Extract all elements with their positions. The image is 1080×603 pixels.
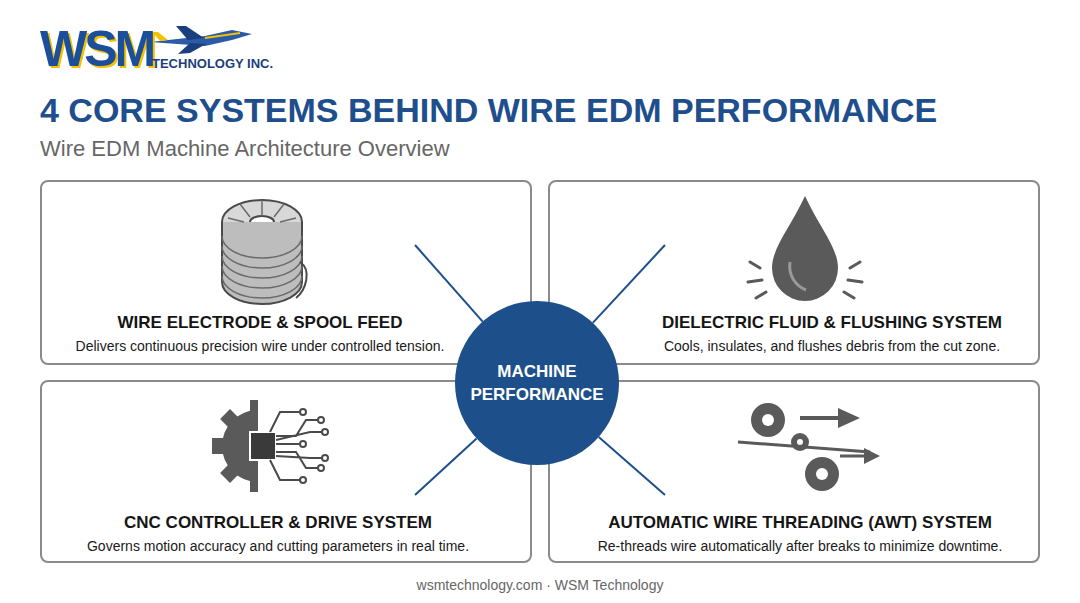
box-description: Cools, insulates, and flushes debris fro… bbox=[627, 337, 1037, 355]
box-heading: WIRE ELECTRODE & SPOOL FEED bbox=[50, 312, 470, 333]
hub-circle: MACHINE PERFORMANCE bbox=[455, 301, 619, 465]
cnc-gear-icon bbox=[212, 400, 328, 492]
box-heading: DIELECTRIC FLUID & FLUSHING SYSTEM bbox=[627, 312, 1037, 333]
jet-illustration bbox=[150, 26, 252, 54]
diagram-title: 4 CORE SYSTEMS BEHIND WIRE EDM PERFORMAN… bbox=[40, 90, 937, 130]
box-description: Re-threads wire automatically after brea… bbox=[580, 537, 1020, 555]
subtitle-text: Wire EDM Machine Architecture Overview bbox=[40, 136, 450, 162]
box-heading: AUTOMATIC WIRE THREADING (AWT) SYSTEM bbox=[580, 512, 1020, 533]
box-description: Governs motion accuracy and cutting para… bbox=[62, 537, 494, 555]
hub-label: MACHINE PERFORMANCE bbox=[467, 360, 607, 406]
footer-caption: wsmtechnology.com · WSM Technology bbox=[0, 576, 1080, 594]
logo-subtext: TECHNOLOGY INC. bbox=[152, 56, 273, 72]
box-heading: CNC CONTROLLER & DRIVE SYSTEM bbox=[62, 512, 494, 533]
system-box: AUTOMATIC WIRE THREADING (AWT) SYSTEM Re-… bbox=[548, 380, 1040, 563]
logo-wordmark: WSM bbox=[40, 22, 153, 76]
box-description: Delivers continuous precision wire under… bbox=[50, 337, 470, 355]
wire-spool-icon bbox=[222, 200, 307, 304]
